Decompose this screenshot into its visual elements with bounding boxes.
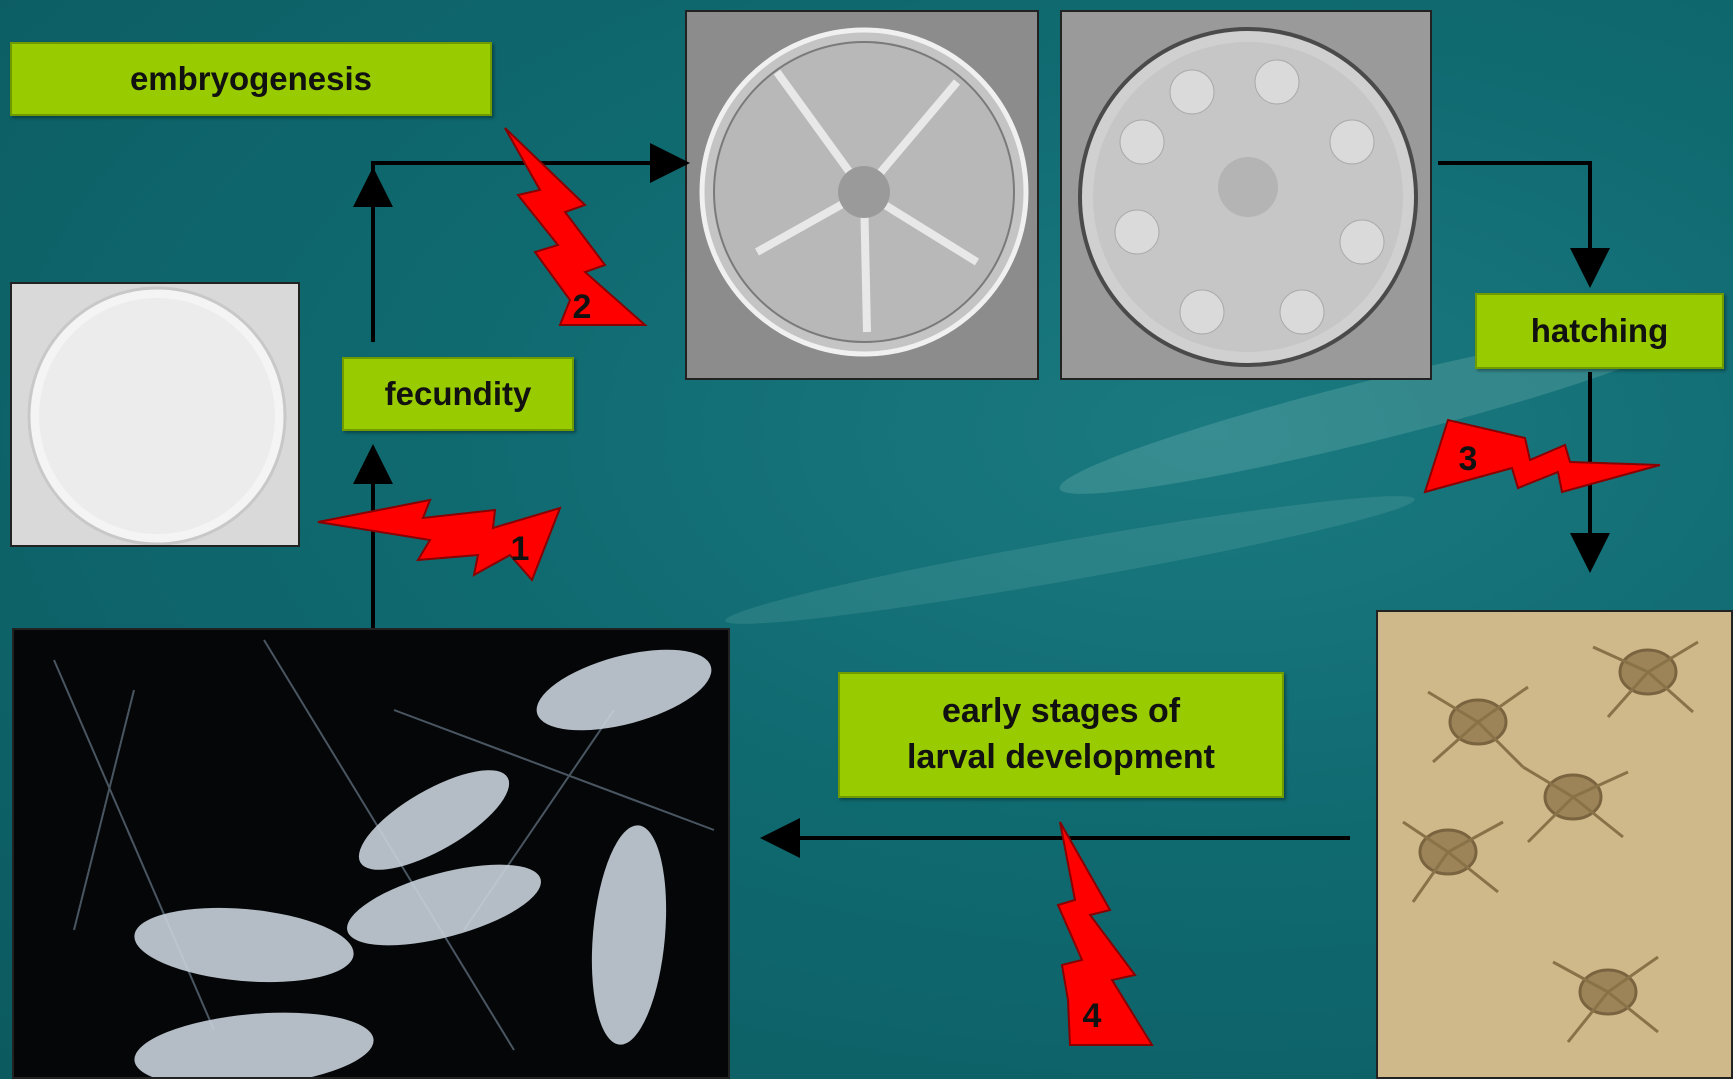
lightning-bolt-2: 2 <box>505 128 645 326</box>
bolt-2-number: 2 <box>573 288 592 326</box>
arrow-embryo-to-hatching <box>1438 163 1590 280</box>
bolt-1-number: 1 <box>511 530 530 568</box>
bolt-4-number: 4 <box>1083 997 1102 1035</box>
lightning-bolt-3: 3 <box>1425 420 1660 492</box>
lightning-bolt-1: 1 <box>318 500 560 580</box>
embryogenesis-label: embryogenesis <box>10 42 492 116</box>
hatching-label: hatching <box>1475 293 1724 369</box>
arrow-fecundity-to-embryo <box>373 163 682 342</box>
lightning-bolt-4: 4 <box>1058 822 1152 1045</box>
larval-label-line-1: early stages of <box>942 689 1180 735</box>
larval-label-line-2: larval development <box>907 735 1215 781</box>
fecundity-label: fecundity <box>342 357 574 431</box>
larval-development-label: early stages of larval development <box>838 672 1284 798</box>
bolt-3-number: 3 <box>1459 440 1478 478</box>
